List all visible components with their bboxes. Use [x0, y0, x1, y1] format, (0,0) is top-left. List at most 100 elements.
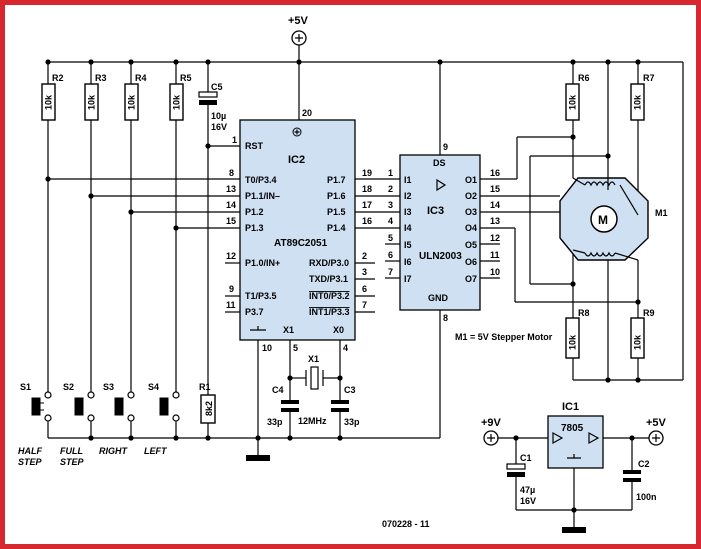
- pin-label: 2: [388, 184, 393, 194]
- c3-ref: C3: [344, 385, 356, 395]
- ic2-p34: T0/P3.4: [245, 175, 277, 185]
- pin-19: 19: [362, 168, 372, 178]
- vin-symbol: [483, 430, 548, 446]
- pin-18: 18: [362, 184, 372, 194]
- ic2-p16: P1.6: [327, 191, 346, 201]
- ic2-p15: P1.5: [327, 207, 346, 217]
- s2-label-2: STEP: [60, 457, 85, 467]
- r9-ref: R9: [643, 308, 655, 318]
- ic2-input-wires: [45, 176, 240, 231]
- ic2-int0: INT0/P3.2: [309, 291, 350, 301]
- footer-code: 070228 - 11: [382, 519, 430, 529]
- pin-14: 14: [226, 200, 236, 210]
- ic1-arrow-out-icon: [588, 431, 600, 445]
- pin-label: O2: [465, 191, 477, 201]
- ic2-pin-stubs: [225, 262, 375, 313]
- pin-8: 8: [229, 168, 234, 178]
- pin-9: 9: [229, 284, 234, 294]
- pin-label: 7: [388, 267, 393, 277]
- r6-value: 10k: [568, 94, 578, 110]
- vin-label: +9V: [481, 417, 502, 429]
- vout-label: +5V: [646, 417, 667, 429]
- pin-label: 15: [490, 184, 500, 194]
- pin-17: 17: [362, 200, 372, 210]
- ic3-part: ULN2003: [419, 251, 462, 262]
- switch-s2: [74, 391, 95, 438]
- c3-value: 33p: [344, 417, 360, 427]
- ic3-output-labels: O1 O2 O3 O4 O5 O6 O7 16 15 14 13 12 11 1…: [465, 168, 500, 284]
- pin-label: 3: [388, 200, 393, 210]
- c1-capacitor: [506, 435, 526, 510]
- ic2-p17: P1.7: [327, 175, 346, 185]
- ic2-x1-pin: 5: [293, 343, 298, 353]
- c4-ref: C4: [272, 385, 284, 395]
- switch-s4: [159, 391, 180, 438]
- top-rail-wires: [48, 61, 684, 380]
- s3-label-1: RIGHT: [99, 446, 129, 456]
- pin-label: I1: [404, 175, 412, 185]
- r8-value: 10k: [568, 334, 578, 350]
- ic1-part: 7805: [561, 423, 584, 434]
- x1-ref: X1: [308, 354, 319, 364]
- ic3-buffer-icon: [436, 178, 447, 192]
- c3-capacitor: [331, 378, 349, 438]
- s2-ref: S2: [63, 382, 74, 392]
- pin-label: I2: [404, 191, 412, 201]
- ic2-vcc-pin: 20: [302, 108, 312, 118]
- ic2-p11: P1.1/IN–: [245, 191, 280, 201]
- r6-ref: R6: [578, 73, 590, 83]
- ground-bus: [48, 310, 441, 441]
- pin-label: 13: [490, 216, 500, 226]
- regulator-ground: [516, 468, 632, 533]
- pin-label: 6: [388, 250, 393, 260]
- ic3-body: [399, 154, 481, 311]
- vcc-top-label: +5V: [288, 15, 309, 27]
- pin-label: O5: [465, 240, 477, 250]
- pin-12: 12: [226, 251, 236, 261]
- motor-symbol: M: [598, 213, 608, 227]
- vcc-top-symbol: +5V: [288, 15, 309, 62]
- vout-symbol: [603, 430, 664, 446]
- c2-ref: C2: [638, 459, 650, 469]
- stepper-motor: [559, 177, 649, 261]
- pin-11: 11: [226, 300, 236, 310]
- ic2-txd: TXD/P3.1: [309, 274, 348, 284]
- pin-label: 14: [490, 200, 500, 210]
- pin-label: I7: [404, 274, 412, 284]
- c4-value: 33p: [267, 417, 283, 427]
- pin-15: 15: [226, 216, 236, 226]
- pin-label: 11: [490, 250, 500, 260]
- ic2-to-ic3-wires: [355, 178, 400, 279]
- ic2-left-pin-numbers: 8 13 14 15 12 9 11: [226, 168, 236, 310]
- s1-label-1: HALF: [18, 446, 42, 456]
- ic2-x0-pin: 4: [343, 343, 348, 353]
- r2-ref: R2: [52, 73, 64, 83]
- ic2-int1: INT1/P3.3: [309, 307, 350, 317]
- pin-label: O1: [465, 175, 477, 185]
- c5-voltage: 16V: [211, 122, 227, 132]
- r1-value: 8k2: [204, 401, 214, 416]
- c4-capacitor: [281, 378, 299, 438]
- r9-value: 10k: [633, 334, 643, 350]
- r4-value: 10k: [127, 94, 137, 110]
- r5-value: 10k: [172, 94, 182, 110]
- r4-ref: R4: [135, 73, 147, 83]
- pin-label: O6: [465, 257, 477, 267]
- pin-label: 16: [490, 168, 500, 178]
- ic2-rxd: RXD/P3.0: [309, 258, 349, 268]
- c1-ref: C1: [520, 453, 532, 463]
- motor-wires: [480, 59, 683, 383]
- r8-ref: R8: [578, 308, 590, 318]
- pin-label: O4: [465, 223, 477, 233]
- ic2-x1-label: X1: [283, 325, 294, 335]
- c1-voltage: 16V: [520, 496, 536, 506]
- s1-ref: S1: [20, 382, 31, 392]
- ic2-p37: P3.7: [245, 307, 264, 317]
- ic2-power-symbol: [292, 127, 302, 137]
- ic1-arrow-in-icon: [552, 431, 564, 445]
- ic2-x0-label: X0: [333, 325, 344, 335]
- switch-s3: [114, 391, 135, 438]
- r7-ref: R7: [643, 73, 655, 83]
- pin-3: 3: [362, 267, 367, 277]
